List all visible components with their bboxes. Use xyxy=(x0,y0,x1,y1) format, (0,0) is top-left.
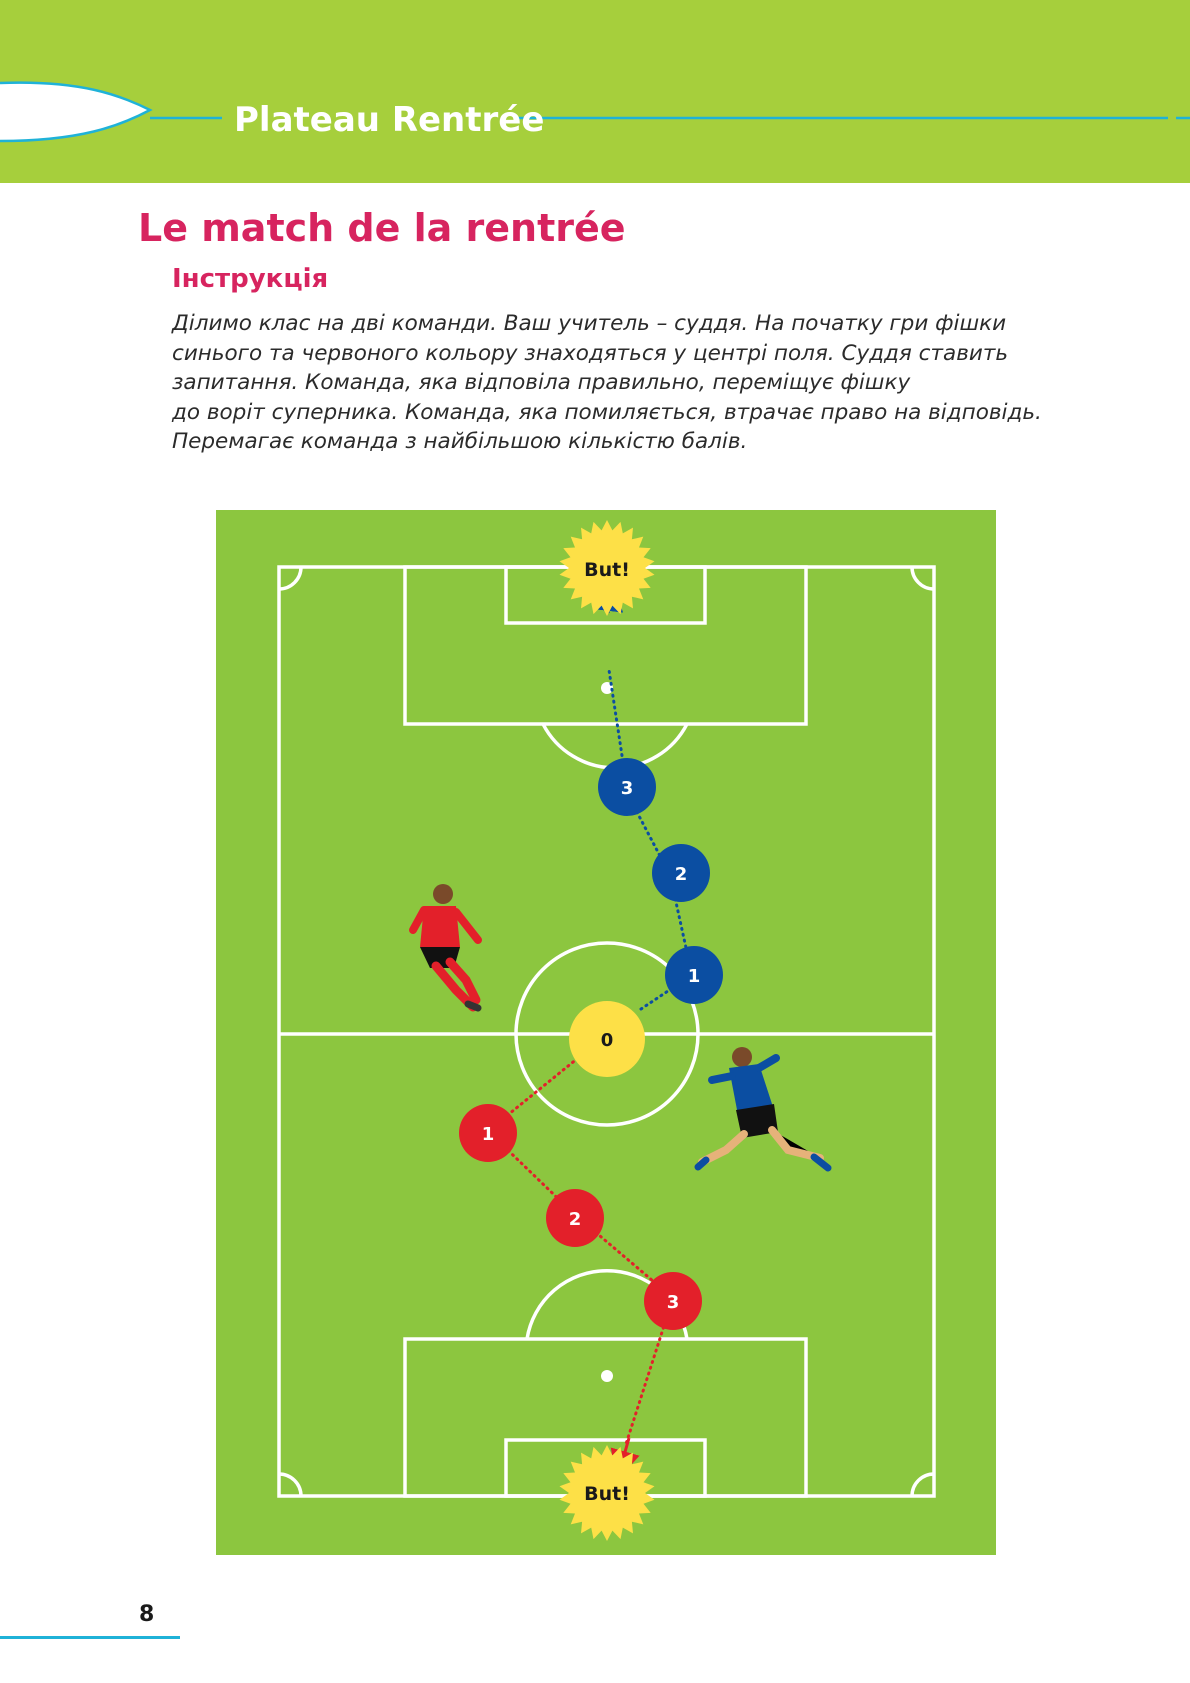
page-title: Le match de la rentrée xyxy=(138,206,626,250)
footer-accent-line xyxy=(0,1636,180,1639)
instruction-line: Перемагає команда з найбільшою кількістю… xyxy=(172,429,748,454)
blue-player-figure xyxy=(694,1047,832,1172)
top-goal-label: But! xyxy=(584,559,630,581)
football-field-diagram: But! But! 0 1 2 3 1 2 3 xyxy=(216,510,996,1555)
instruction-line: до воріт суперника. Команда, яка помиляє… xyxy=(172,399,1042,425)
blue-token-3: 3 xyxy=(598,758,656,816)
blue-token-2: 2 xyxy=(652,844,710,902)
center-token-label: 0 xyxy=(601,1030,614,1051)
bottom-penalty-spot xyxy=(601,1370,613,1382)
blue-token-label: 2 xyxy=(675,864,688,885)
bottom-goal-label: But! xyxy=(584,1483,630,1505)
red-token-label: 3 xyxy=(667,1292,680,1313)
instruction-text: Ділимо клас на дві команди. Ваш учитель … xyxy=(172,309,1102,457)
section-title: Plateau Rentrée xyxy=(234,100,545,140)
red-token-2: 2 xyxy=(546,1189,604,1247)
instruction-line: запитання. Команда, яка відповіла правил… xyxy=(172,370,911,395)
bottom-goal-burst: But! xyxy=(559,1445,655,1541)
instruction-heading: Інструкція xyxy=(172,264,329,294)
red-player-figure xyxy=(409,884,482,1012)
corner-arc xyxy=(910,1472,935,1497)
field-lines xyxy=(277,565,936,1498)
center-token: 0 xyxy=(569,1001,645,1077)
center-circle xyxy=(514,941,700,1127)
top-goal-burst: But! xyxy=(559,520,655,616)
red-token-label: 2 xyxy=(569,1209,582,1230)
red-token-label: 1 xyxy=(482,1124,495,1145)
blue-token-label: 1 xyxy=(688,966,701,987)
red-token-3: 3 xyxy=(644,1272,702,1330)
blue-token-1: 1 xyxy=(665,946,723,1004)
instruction-line: синього та червоного кольору знаходяться… xyxy=(172,340,1009,366)
page-number: 8 xyxy=(139,1602,155,1627)
corner-arc xyxy=(278,566,303,591)
corner-arc xyxy=(910,566,935,591)
banner-wave-decoration xyxy=(0,81,1190,143)
instruction-line: Ділимо клас на дві команди. Ваш учитель … xyxy=(172,311,1007,336)
red-token-1: 1 xyxy=(459,1104,517,1162)
top-banner: Plateau Rentrée xyxy=(0,0,1190,183)
corner-arc xyxy=(278,1472,303,1497)
blue-token-label: 3 xyxy=(621,778,634,799)
